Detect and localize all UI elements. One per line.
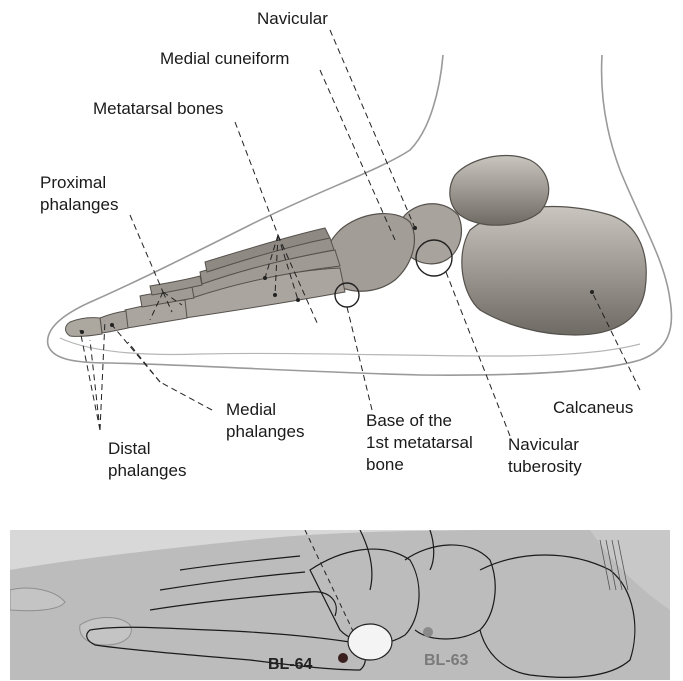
leader-medial-phalanges: [160, 382, 212, 410]
distal-phalanx: [66, 318, 103, 337]
calcaneus-bone: [462, 207, 646, 335]
talus-bone: [450, 156, 549, 226]
bl63-point: [423, 627, 433, 637]
label-bl63: BL-63: [424, 652, 468, 670]
label-navicular: Navicular: [257, 8, 328, 30]
leader-metatarsal: [235, 122, 278, 235]
label-base-3: bone: [366, 454, 404, 476]
label-navicular-tuberosity-2: tuberosity: [508, 456, 582, 478]
label-calcaneus: Calcaneus: [553, 397, 633, 419]
leader-navicular: [330, 30, 415, 228]
label-medial-phalanges-2: phalanges: [226, 421, 304, 443]
foot-photo-panel: [10, 530, 670, 680]
label-base-2: 1st metatarsal: [366, 432, 473, 454]
bl64-point: [338, 653, 348, 663]
label-base-1: Base of the: [366, 410, 452, 432]
leader-base: [347, 307, 372, 410]
label-distal-phalanges-2: phalanges: [108, 460, 186, 482]
leader-proximal: [130, 215, 163, 292]
label-metatarsal-bones: Metatarsal bones: [93, 98, 223, 120]
label-proximal-phalanges-1: Proximal: [40, 172, 106, 194]
label-navicular-tuberosity-1: Navicular: [508, 434, 579, 456]
label-medial-cuneiform: Medial cuneiform: [160, 48, 289, 70]
label-bl64: BL-64: [268, 656, 312, 674]
label-distal-phalanges-1: Distal: [108, 438, 151, 460]
label-medial-phalanges-1: Medial: [226, 399, 276, 421]
label-proximal-phalanges-2: phalanges: [40, 194, 118, 216]
photo-highlight-base: [348, 624, 392, 660]
